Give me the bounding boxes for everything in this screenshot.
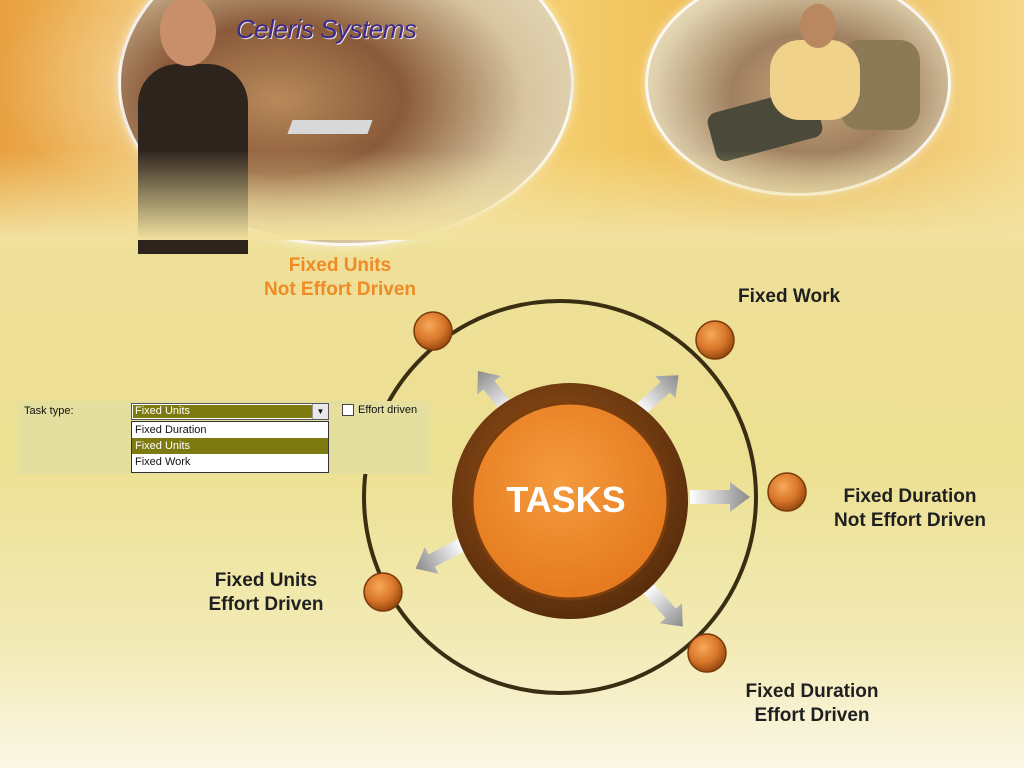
brand-name-part2: Systems xyxy=(320,14,417,44)
label-fixed-duration-not-effort: Fixed Duration Not Effort Driven xyxy=(810,485,1010,533)
task-type-select[interactable]: Fixed Units ▼ xyxy=(131,403,329,420)
arrow-to-fixed-duration-effort xyxy=(642,583,683,627)
option-fixed-units[interactable]: Fixed Units xyxy=(132,438,328,454)
center-hub-label: TASKS xyxy=(506,479,625,520)
arrow-to-fixed-work xyxy=(635,375,679,416)
node-fixed-units-not-effort xyxy=(413,311,453,351)
header-banner: Celeris Systems xyxy=(0,0,1024,254)
person-head-left xyxy=(160,0,216,66)
person-head-right xyxy=(800,4,836,48)
label-fixed-units-not-effort: Fixed Units Not Effort Driven xyxy=(240,254,440,302)
task-type-label: Task type: xyxy=(24,405,74,417)
label-line: Fixed Duration xyxy=(843,486,977,507)
label-fixed-units-effort: Fixed Units Effort Driven xyxy=(186,569,346,617)
option-fixed-work[interactable]: Fixed Work xyxy=(135,456,191,468)
outer-ring xyxy=(362,299,758,695)
node-fixed-duration-not-effort xyxy=(767,472,807,512)
label-line: Fixed Duration xyxy=(745,681,879,702)
task-type-panel: Task type: Fixed Units ▼ Fixed Duration … xyxy=(18,401,430,474)
dropdown-arrow-icon[interactable]: ▼ xyxy=(312,404,328,419)
arrow-to-fixed-duration-not-effort xyxy=(690,482,750,512)
task-type-selected-value: Fixed Units xyxy=(133,405,313,418)
label-line: Effort Driven xyxy=(754,705,870,726)
node-fixed-units-effort xyxy=(363,572,403,612)
label-line: Not Effort Driven xyxy=(834,510,986,531)
node-fixed-work xyxy=(695,320,735,360)
effort-driven-checkbox[interactable] xyxy=(342,404,354,416)
brand-name-part1: Celeris xyxy=(236,14,314,44)
task-type-options-list[interactable]: Fixed Duration Fixed Units Fixed Work xyxy=(131,421,329,473)
arrow-to-fixed-units-effort xyxy=(415,538,466,574)
brand-logo: Celeris Systems xyxy=(236,14,417,45)
label-line: Not Effort Driven xyxy=(264,279,416,300)
label-line: Fixed Units xyxy=(214,570,318,591)
label-line: Effort Driven xyxy=(208,594,324,615)
person-figure-right xyxy=(770,40,860,120)
label-line: Fixed Work xyxy=(737,286,841,307)
node-fixed-duration-effort xyxy=(687,633,727,673)
label-line: Fixed Units xyxy=(288,255,392,276)
effort-driven-label: Effort driven xyxy=(358,404,418,416)
option-fixed-duration[interactable]: Fixed Duration xyxy=(135,424,207,436)
label-fixed-work: Fixed Work xyxy=(714,285,864,309)
center-hub-inner xyxy=(470,401,670,601)
label-fixed-duration-effort: Fixed Duration Effort Driven xyxy=(712,680,912,728)
